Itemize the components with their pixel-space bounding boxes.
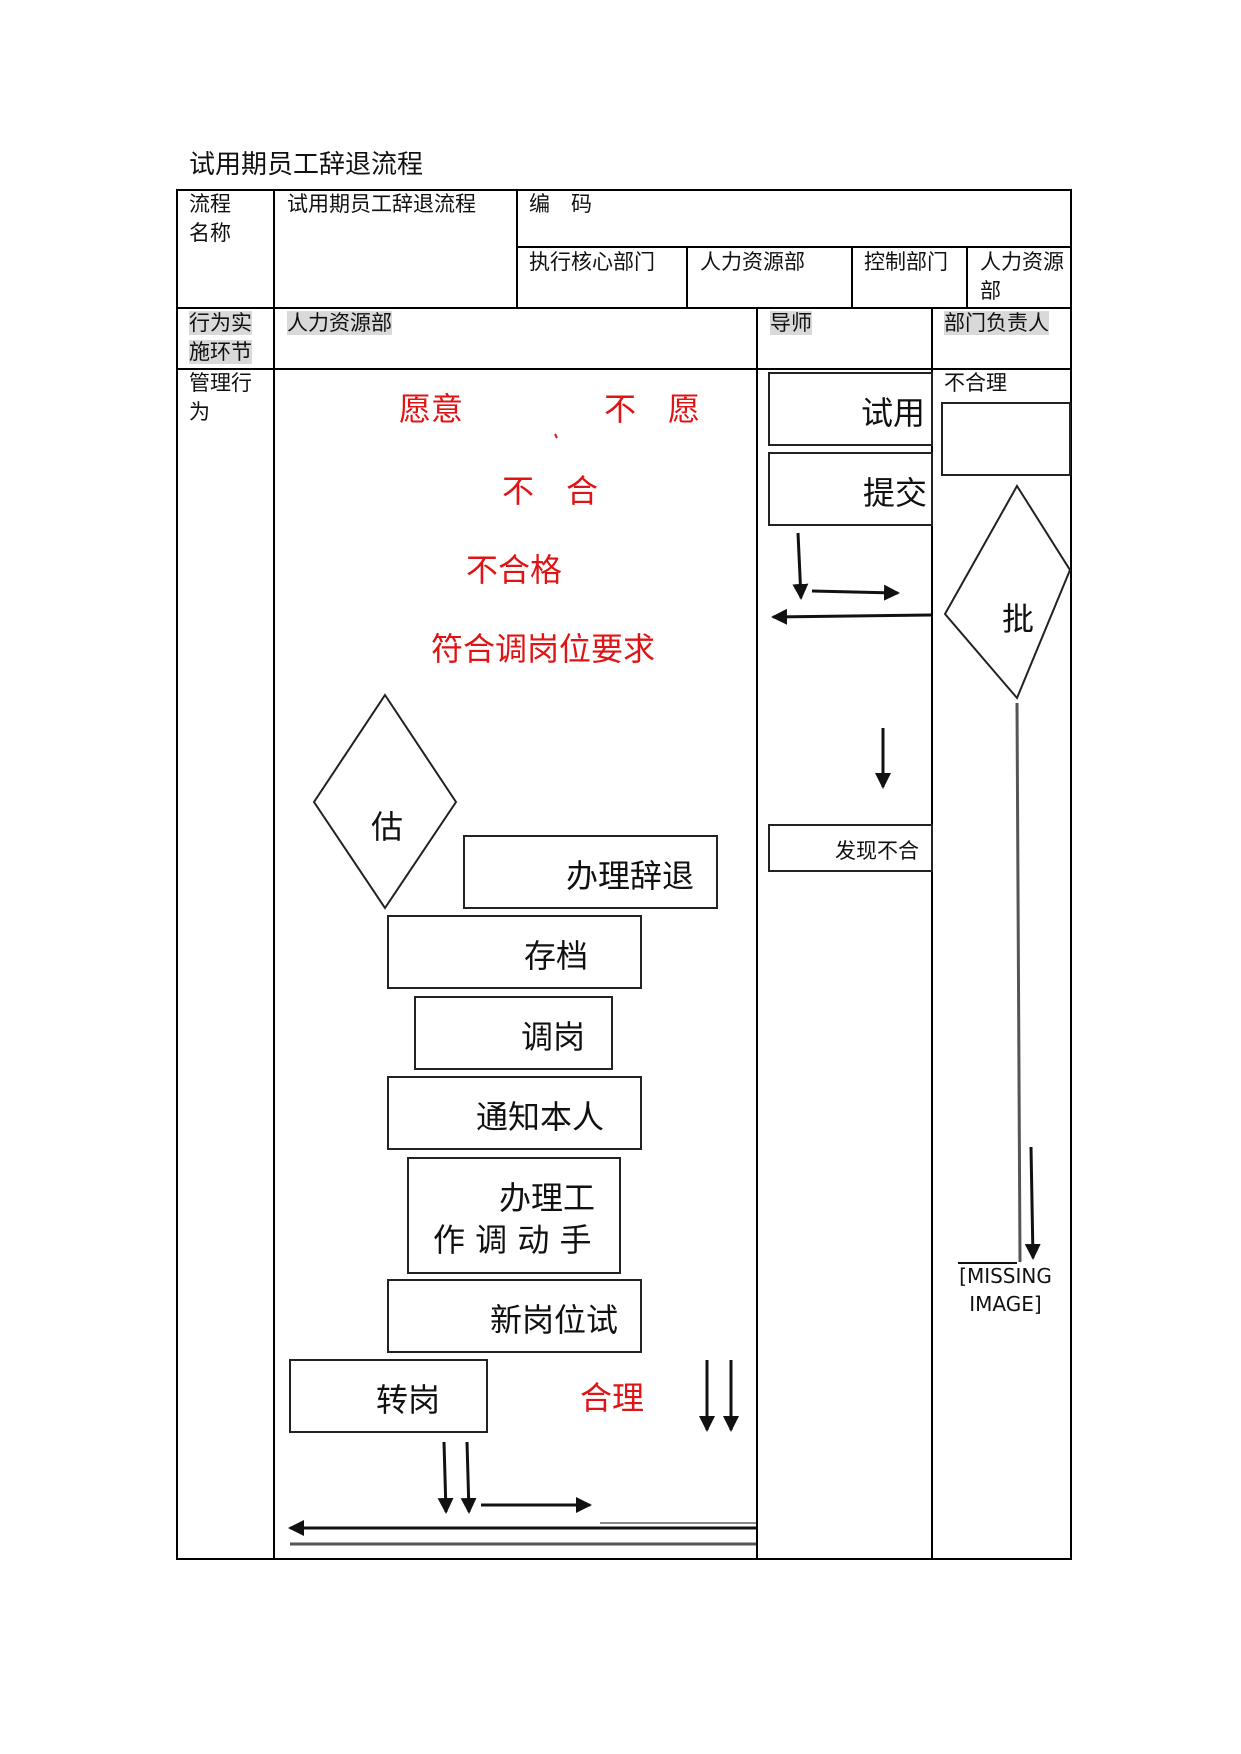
box-reassign-label: 转岗 [375, 1381, 440, 1419]
label-meets-requirement: 符合调岗位要求 [431, 630, 656, 668]
label-unqualified: 不合格 [466, 551, 563, 589]
box-reassign: 转岗 [289, 1359, 488, 1433]
diamond-approve [943, 484, 1072, 700]
box-submit-label: 提交 [862, 474, 927, 512]
box-transfer: 调岗 [414, 996, 613, 1070]
box-found-unqualified: 发现不合 [768, 824, 933, 872]
box-probation-label: 试用 [860, 394, 925, 432]
box-dismissal: 办理辞退 [463, 835, 718, 909]
role-row-label-text: 行为实施环节 [189, 311, 252, 364]
label-reasonable: 合理 [580, 1379, 645, 1417]
box-notify-label: 通知本人 [475, 1098, 604, 1136]
role-hr-text: 人力资源部 [287, 311, 392, 335]
role-mentor: 导师 [770, 309, 812, 338]
role-mentor-text: 导师 [770, 311, 812, 335]
role-row-label: 行为实施环节 [189, 309, 255, 367]
box-found-unqualified-label: 发现不合 [835, 839, 919, 863]
diamond-approve-label: 批 [1002, 600, 1035, 638]
management-row-label: 管理行为 [189, 371, 252, 424]
box-notify: 通知本人 [387, 1076, 642, 1150]
page-title: 试用期员工辞退流程 [189, 150, 424, 180]
diamond-assess-label: 估 [371, 808, 404, 846]
role-dept-head-text: 部门负责人 [944, 311, 1049, 335]
label-unqualified-partial: 不 合 [502, 472, 599, 510]
missing-image-placeholder: [MISSING IMAGE] [959, 1264, 1052, 1316]
box-probation: 试用 [768, 372, 933, 446]
box-transfer-label: 调岗 [520, 1018, 585, 1056]
box-transfer-procedure-line2: 作 调 动 手 [433, 1221, 592, 1259]
box-new-post-trial-label: 新岗位试 [489, 1301, 618, 1339]
process-name-label: 流程名称 [189, 192, 231, 245]
box-archive: 存档 [387, 915, 642, 989]
box-archive-label: 存档 [523, 937, 588, 975]
box-dismissal-label: 办理辞退 [565, 857, 694, 895]
box-submit: 提交 [768, 452, 933, 526]
control-dept-value: 人力资源部 [980, 250, 1064, 303]
diamond-assess [312, 693, 458, 910]
label-willing: 愿意 [399, 390, 464, 428]
dept-head-note: 不合理 [944, 371, 1007, 395]
role-dept-head: 部门负责人 [944, 309, 1049, 338]
box-transfer-procedure: 办理工 作 调 动 手 [407, 1157, 621, 1274]
code-label: 编 码 [529, 192, 592, 216]
control-dept-label: 控制部门 [864, 250, 948, 274]
box-transfer-procedure-line1: 办理工 [498, 1179, 595, 1217]
exec-dept-value: 人力资源部 [700, 250, 805, 274]
box-dept-head-action [941, 402, 1071, 476]
exec-dept-label: 执行核心部门 [529, 250, 655, 274]
process-name-value: 试用期员工辞退流程 [287, 192, 476, 216]
role-hr: 人力资源部 [287, 309, 392, 338]
label-unwilling: 不 愿 [604, 390, 701, 428]
box-new-post-trial: 新岗位试 [387, 1279, 642, 1353]
